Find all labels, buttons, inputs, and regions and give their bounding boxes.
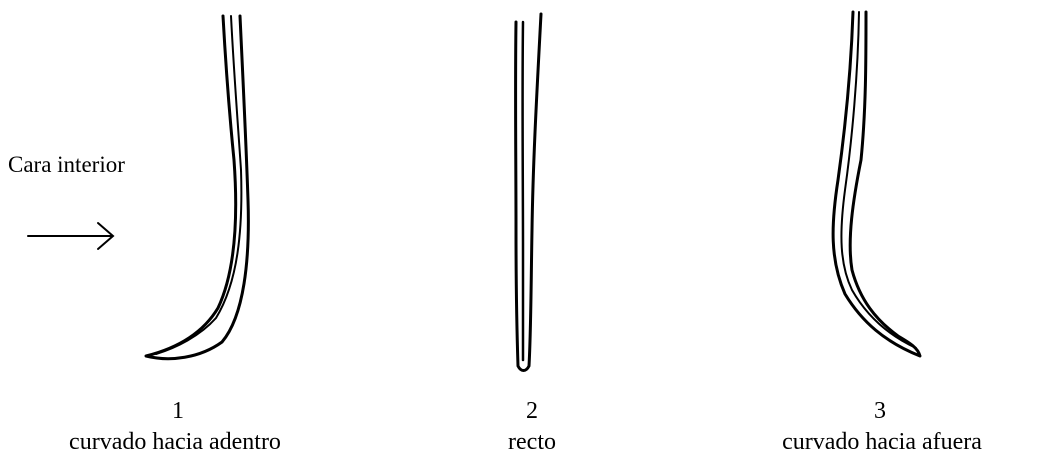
shape-3-number: 3 bbox=[874, 398, 886, 424]
shape-2-number: 2 bbox=[526, 398, 538, 424]
inner-face-label: Cara interior bbox=[8, 152, 125, 177]
shape-2-straight bbox=[514, 12, 543, 372]
shape-3-curved-outward bbox=[831, 10, 922, 358]
shape-1-curved-inward bbox=[144, 14, 250, 361]
arrow-right-icon bbox=[27, 222, 115, 250]
shape-3-caption: curvado hacia afuera bbox=[782, 429, 982, 455]
shape-1-caption: curvado hacia adentro bbox=[69, 429, 281, 455]
shape-1-number: 1 bbox=[172, 398, 184, 424]
shape-2-caption: recto bbox=[508, 429, 556, 455]
